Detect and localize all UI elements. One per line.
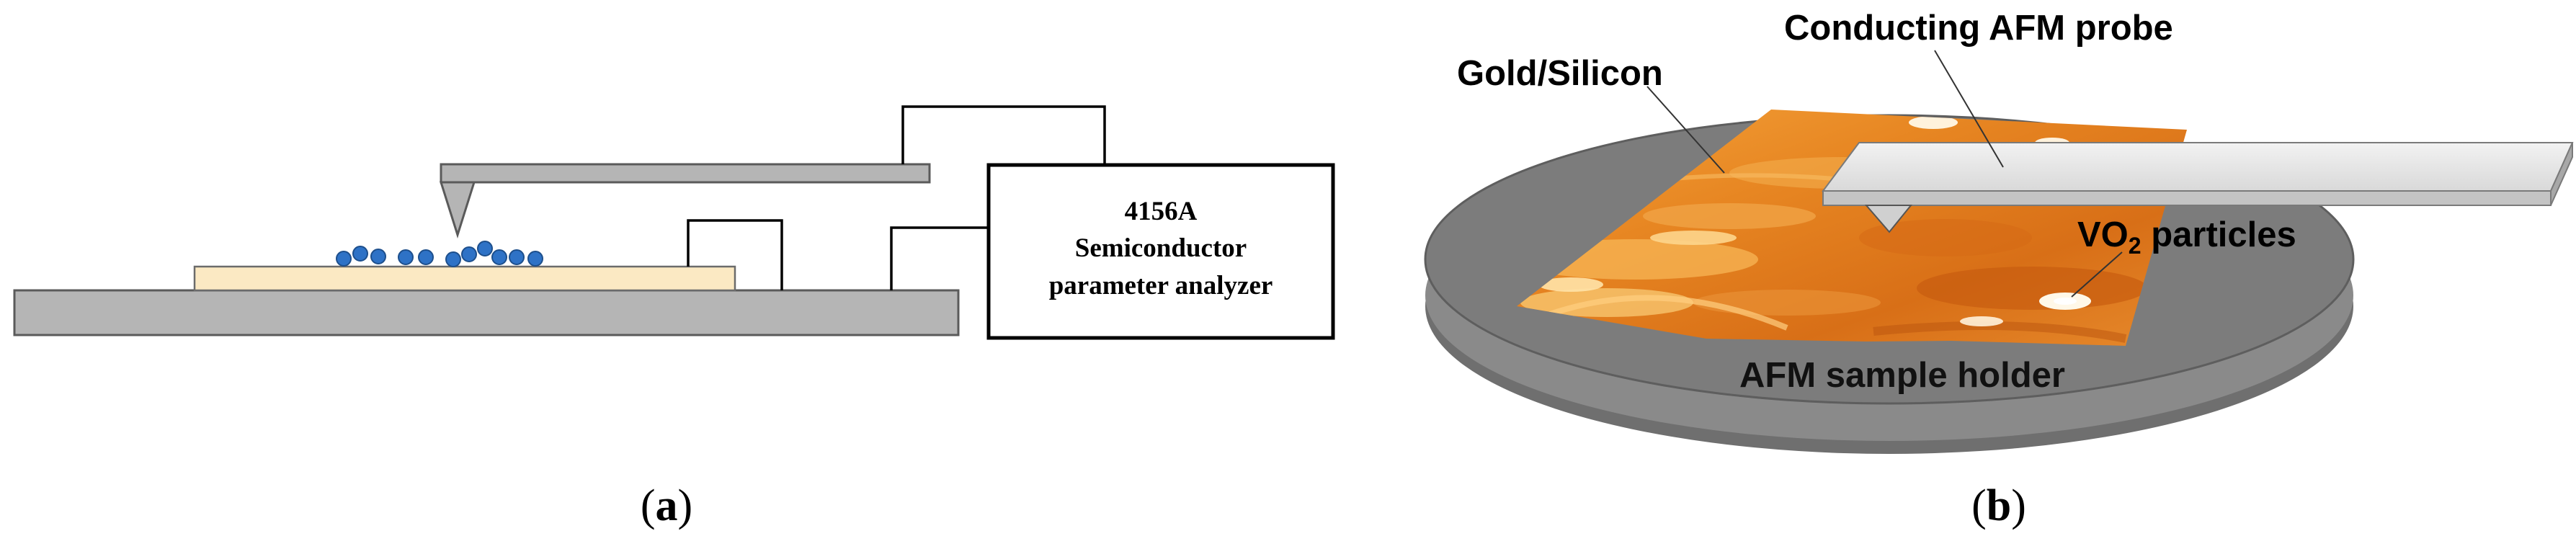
leader-probe	[1934, 50, 2004, 168]
analyzer-label-line1: 4156A	[1125, 197, 1198, 226]
analyzer-label-line2: Semiconductor	[1075, 233, 1247, 263]
particle	[461, 246, 477, 262]
conducting-probe	[1822, 142, 2574, 233]
wires	[687, 105, 1106, 290]
analyzer-label-line3: parameter analyzer	[1049, 271, 1273, 300]
probe-tip	[439, 181, 476, 238]
particles	[336, 241, 543, 267]
vo2-subscript: 2	[2129, 233, 2142, 259]
caption-a: (a)	[641, 481, 692, 530]
particle	[418, 249, 434, 265]
label-gold-silicon: Gold/Silicon	[1457, 54, 1663, 93]
wire-probe	[901, 105, 1106, 164]
leader-lines	[1646, 50, 2123, 298]
probe-tip-b	[1864, 205, 1913, 233]
label-vo2-particles: VO2 particles	[2077, 215, 2296, 259]
probe-top-face	[1822, 142, 2574, 192]
particle	[527, 251, 543, 267]
particle	[370, 249, 386, 264]
caption-b-letter: b	[1987, 481, 2011, 530]
vo2-suffix: particles	[2142, 215, 2296, 254]
vo2-prefix: VO	[2077, 215, 2129, 254]
particle	[352, 246, 368, 262]
wire-stage	[890, 226, 991, 290]
label-sample-holder: AFM sample holder	[1739, 356, 2065, 395]
probe-end-face	[2550, 142, 2573, 206]
particle	[477, 241, 493, 256]
panel-b: Conducting AFM probe Gold/Silicon VO2 pa…	[1424, 9, 2574, 530]
particle	[445, 251, 461, 267]
base-stage	[13, 289, 960, 336]
particle	[398, 249, 414, 265]
particle	[509, 249, 525, 265]
wire-substrate	[687, 219, 783, 290]
panel-a: 4156A Semiconductor parameter analyzer (…	[13, 105, 1335, 530]
caption-b: (b)	[1971, 481, 2026, 530]
leader-substrate	[1646, 86, 1725, 174]
substrate-strip	[193, 265, 736, 292]
label-conducting-probe: Conducting AFM probe	[1784, 9, 2173, 48]
leader-particles	[2071, 251, 2123, 298]
particle	[491, 249, 507, 265]
analyzer-box	[986, 163, 1335, 340]
cantilever	[440, 163, 931, 184]
particle	[336, 251, 352, 267]
probe-front-face	[1822, 190, 2552, 206]
caption-a-letter: a	[656, 481, 678, 530]
